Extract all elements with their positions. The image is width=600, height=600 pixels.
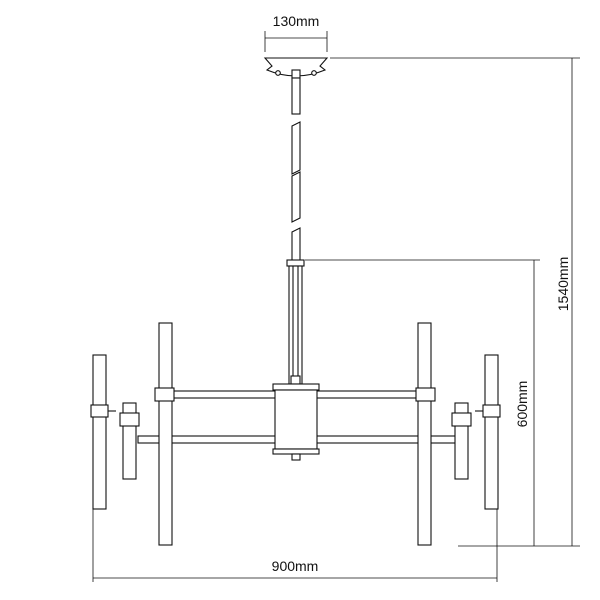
rod-segment [291, 77, 301, 115]
inner-tubes [154, 322, 436, 546]
total-width-dimension: 900mm [92, 508, 498, 582]
tube-outer-right [484, 354, 499, 510]
total-width-label: 900mm [272, 558, 319, 574]
canopy-screw-right [311, 70, 317, 76]
tube-inner-left [158, 322, 173, 546]
tube-holder [90, 404, 109, 418]
suspension-rod [291, 77, 301, 261]
body-height-dimension: 600mm [305, 259, 540, 546]
stem-collar [286, 259, 305, 267]
hub-body [274, 389, 318, 450]
tube-holder [119, 412, 140, 427]
tube-holder [154, 387, 175, 402]
canopy-hook [291, 69, 301, 79]
tube-holder [451, 412, 472, 427]
tube-holder [415, 387, 436, 402]
tube-outer-left [92, 354, 107, 510]
tube-holder [482, 404, 501, 418]
canopy-width-label: 130mm [273, 13, 320, 29]
stem-tube [288, 265, 303, 385]
total-height-label: 1540mm [555, 257, 571, 311]
rod-segment [291, 227, 301, 261]
canopy-screw-left [275, 70, 281, 76]
body-height-label: 600mm [514, 381, 530, 428]
hub-top-cap [272, 383, 320, 391]
rod-segment [291, 121, 301, 175]
outer-tubes [90, 354, 501, 510]
ceiling-canopy [263, 57, 329, 79]
rod-segment [291, 171, 301, 223]
total-height-dimension: 1540mm [330, 57, 580, 547]
center-stem [286, 259, 305, 385]
central-hub [272, 383, 320, 461]
hub-finial [291, 453, 301, 461]
canopy-width-dimension: 130mm [264, 13, 328, 52]
stem-nut [290, 375, 301, 385]
hub-bottom-cap [272, 448, 320, 455]
short-tubes [119, 402, 472, 480]
tube-inner-right [417, 322, 432, 546]
